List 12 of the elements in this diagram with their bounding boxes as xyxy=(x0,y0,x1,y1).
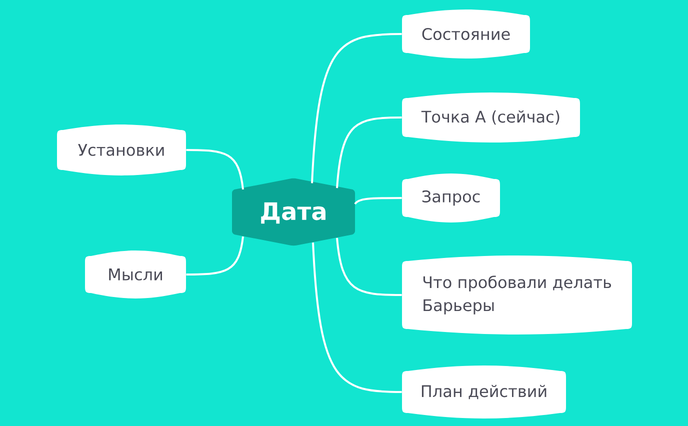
branch-line xyxy=(186,236,244,276)
topic-box: Установки xyxy=(57,124,186,176)
branch-line xyxy=(312,242,402,393)
topic-box: Точка А (сейчас) xyxy=(402,92,580,142)
topic-hexagon: Дата xyxy=(232,178,355,246)
branch-line xyxy=(311,33,402,184)
branch-line xyxy=(186,149,244,190)
topic-box: План действий xyxy=(402,366,566,418)
topic-box: Что пробовали делать Барьеры xyxy=(402,256,632,334)
branch-line xyxy=(336,238,402,296)
branch-line xyxy=(336,116,402,188)
branch-line xyxy=(354,197,402,205)
